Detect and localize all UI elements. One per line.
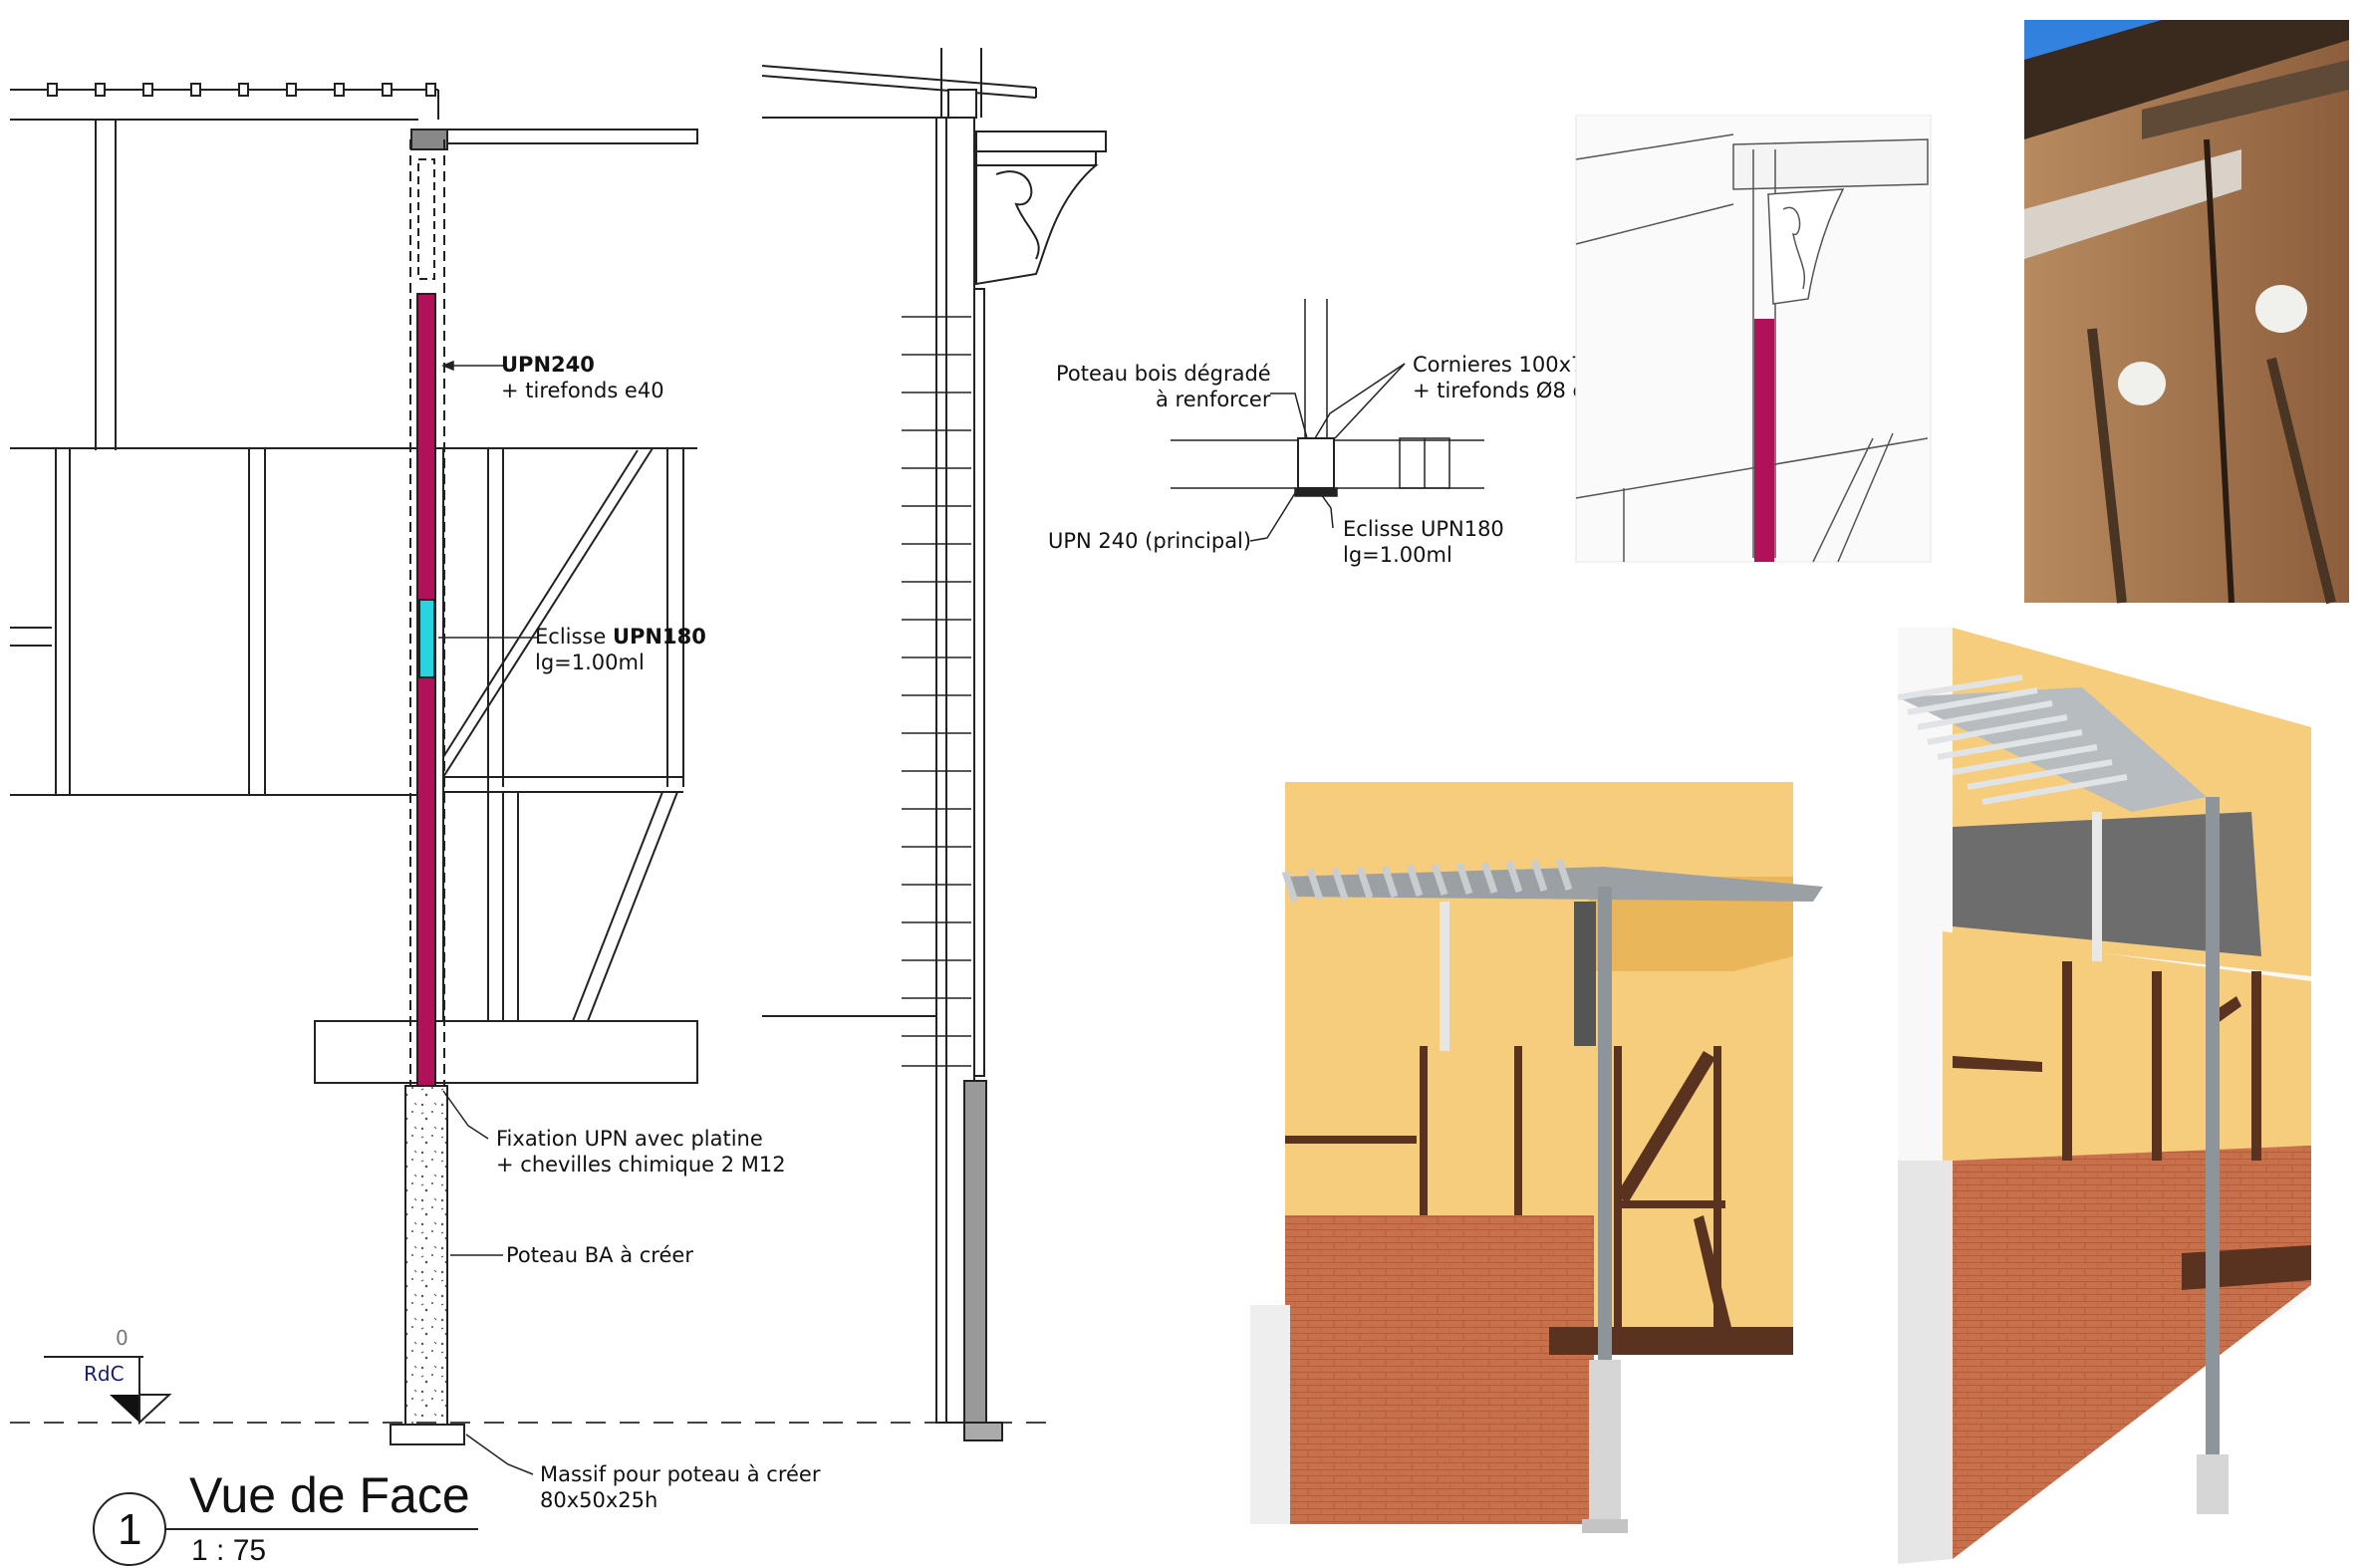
label-massif-1: Massif pour poteau à créer xyxy=(540,1462,821,1486)
label-eclisse-prefix: Eclisse xyxy=(535,625,613,649)
footing xyxy=(390,1424,465,1445)
label-massif-2: 80x50x25h xyxy=(540,1488,657,1512)
detail-eclisse-2: lg=1.00ml xyxy=(1343,543,1452,567)
view-number: 1 xyxy=(118,1505,141,1554)
upn240-member xyxy=(416,293,436,1087)
label-eclisse-bold: UPN180 xyxy=(613,625,706,649)
perspective-sketch xyxy=(1575,115,1932,563)
site-photo xyxy=(2024,20,2349,605)
detail-poteau-1: Poteau bois dégradé xyxy=(1056,362,1271,386)
label-upn240-tirefonds: + tirefonds e40 xyxy=(501,379,664,402)
connection-detail xyxy=(1171,299,1484,542)
label-fixation-1: Fixation UPN avec platine xyxy=(496,1127,763,1151)
render-perspective xyxy=(1897,628,2311,1564)
level-marker: 0 RdC xyxy=(44,1326,172,1426)
view-title-block: 1 Vue de Face 1 : 75 xyxy=(93,1467,478,1567)
label-fixation-2: + chevilles chimique 2 M12 xyxy=(496,1153,786,1176)
label-eclisse-length: lg=1.00ml xyxy=(535,651,645,674)
detail-cornieres-1: Cornieres 100x75 xyxy=(1413,353,1598,377)
eclisse-upn180 xyxy=(418,599,435,678)
label-eclisse: Eclisse UPN180 xyxy=(535,625,706,649)
side-section-drawing xyxy=(761,48,1107,1441)
view-title: Vue de Face xyxy=(189,1467,470,1523)
sketch-upn240 xyxy=(1754,319,1774,562)
level-name: RdC xyxy=(84,1362,125,1386)
render-front xyxy=(1250,782,1823,1533)
concrete-post xyxy=(404,1085,448,1426)
detail-upn-principal: UPN 240 (principal) xyxy=(1048,529,1251,553)
level-value: 0 xyxy=(116,1326,129,1350)
label-upn240: UPN240 xyxy=(501,353,595,377)
detail-poteau-2: à renforcer xyxy=(1156,388,1271,411)
view-scale: 1 : 75 xyxy=(191,1534,266,1567)
detail-eclisse-1: Eclisse UPN180 xyxy=(1343,517,1504,541)
front-elevation-drawing xyxy=(10,83,698,1086)
label-poteau-ba: Poteau BA à créer xyxy=(506,1243,693,1267)
